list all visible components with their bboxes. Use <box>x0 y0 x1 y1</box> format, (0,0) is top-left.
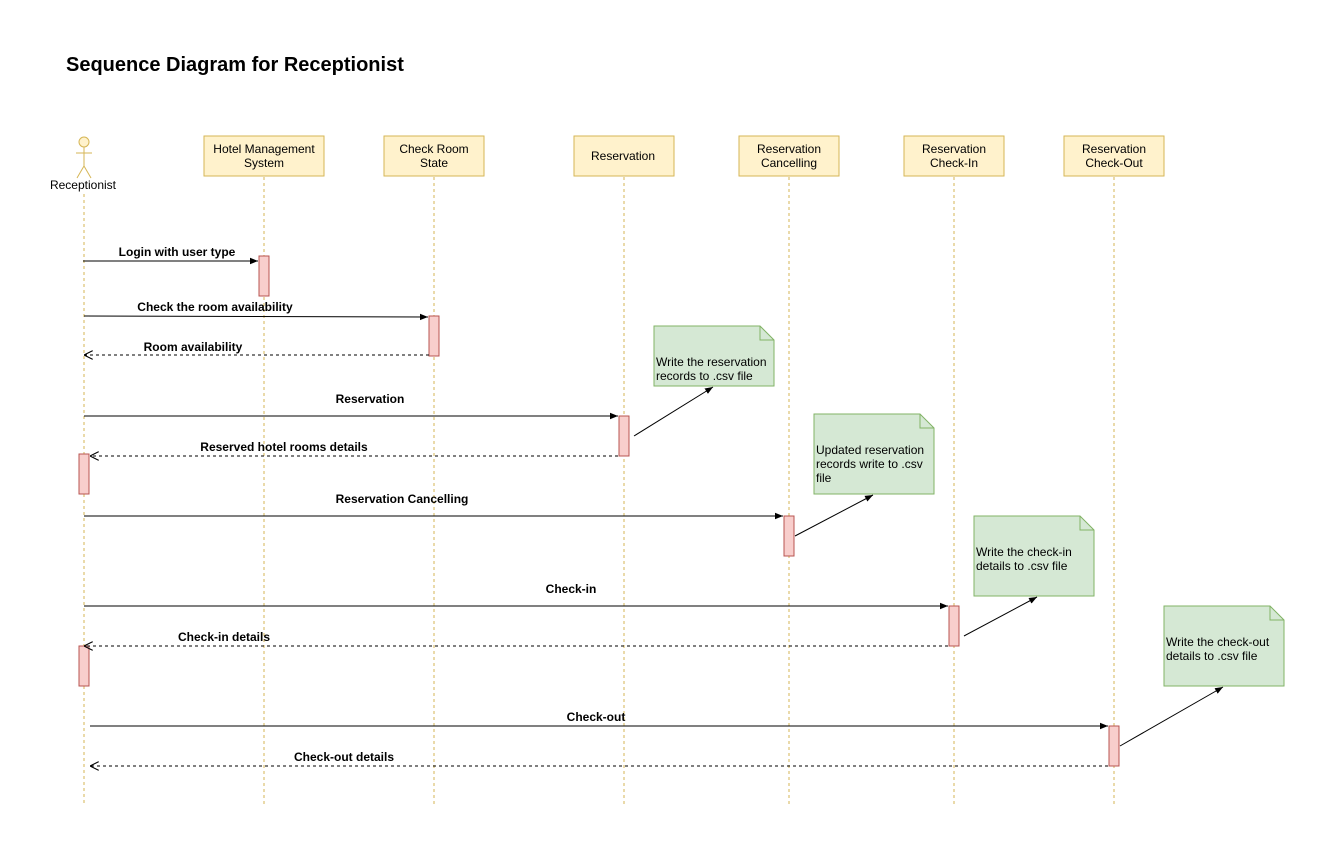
message-label: Check-in details <box>178 630 270 644</box>
activation-res <box>618 415 630 457</box>
note-connector <box>633 386 714 437</box>
participant-label-hms-line1: Hotel Management <box>213 142 315 156</box>
note-fold <box>919 414 934 429</box>
message-check-out[interactable]: Check-out <box>90 710 1108 730</box>
message-reservation-cancelling[interactable]: Reservation Cancelling <box>84 492 783 520</box>
participant-label-checkin-line1: Reservation <box>922 142 986 156</box>
note-text-line1: Write the check-in <box>976 545 1072 559</box>
message-check-out-details[interactable]: Check-out details <box>90 750 1108 766</box>
message-label: Check-out <box>567 710 626 724</box>
message-room-availability[interactable]: Room availability <box>84 340 429 355</box>
participant-box-res <box>573 135 675 177</box>
note-text-line3: file <box>816 471 832 485</box>
note-connector <box>1119 686 1224 747</box>
message-label: Reservation Cancelling <box>336 492 469 506</box>
message-label: Check the room availability <box>137 300 293 314</box>
note-text-line2: details to .csv file <box>1166 649 1258 663</box>
note-shape <box>813 413 935 495</box>
note-text-line2: records to .csv file <box>656 369 753 383</box>
activation-cancel <box>783 515 795 557</box>
note-check-in-details[interactable]: Write the check-in details to .csv file <box>963 515 1095 637</box>
note-shape <box>1163 605 1285 687</box>
message-login[interactable]: Login with user type <box>83 245 258 265</box>
actor-receptionist[interactable]: Receptionist <box>50 136 117 805</box>
participant-label-hms-line2: System <box>244 156 284 170</box>
participant-box-checkout <box>1063 135 1165 177</box>
participant-reservation-check-out[interactable]: Reservation Check-Out <box>1063 135 1165 805</box>
participant-label-checkout-line2: Check-Out <box>1085 156 1143 170</box>
note-shape <box>973 515 1095 597</box>
participant-box-checkin <box>903 135 1005 177</box>
participant-hotel-management-system[interactable]: Hotel Management System <box>203 135 325 805</box>
activation-hms <box>258 255 270 297</box>
participant-box-hms <box>203 135 325 177</box>
actor-label: Receptionist <box>50 178 117 192</box>
note-text-line1: Write the reservation <box>656 355 767 369</box>
participant-box-cancel <box>738 135 840 177</box>
note-fold <box>759 326 774 341</box>
activation-room <box>428 315 440 357</box>
note-text-line2: records write to .csv <box>816 457 923 471</box>
participant-label-cancel-line2: Cancelling <box>761 156 817 170</box>
message-label: Check-out details <box>294 750 394 764</box>
participant-label-cancel-line1: Reservation <box>757 142 821 156</box>
note-text-line1: Updated reservation <box>816 443 924 457</box>
note-connector <box>794 494 874 537</box>
message-label: Check-in <box>546 582 597 596</box>
message-reserved-hotel-rooms-details[interactable]: Reserved hotel rooms details <box>90 440 618 456</box>
activation-checkin <box>948 605 960 647</box>
participant-label-checkin-line2: Check-In <box>930 156 978 170</box>
message-label: Reserved hotel rooms details <box>200 440 368 454</box>
activation-actor-1 <box>78 453 90 495</box>
message-check-in-details[interactable]: Check-in details <box>84 630 948 646</box>
participant-label-room-line1: Check Room <box>399 142 468 156</box>
note-connector <box>963 596 1038 637</box>
message-check-in[interactable]: Check-in <box>84 582 948 610</box>
activation-actor-2 <box>78 645 90 687</box>
participant-label-res: Reservation <box>591 149 655 163</box>
participant-reservation-cancelling[interactable]: Reservation Cancelling <box>738 135 840 805</box>
note-reservation-records[interactable]: Write the reservation records to .csv fi… <box>633 325 775 437</box>
message-label: Login with user type <box>119 245 236 259</box>
note-fold <box>1269 606 1284 621</box>
note-updated-reservation-records[interactable]: Updated reservation records write to .cs… <box>794 413 935 537</box>
participant-reservation[interactable]: Reservation <box>573 135 675 805</box>
participant-check-room-state[interactable]: Check Room State <box>383 135 485 805</box>
actor-icon <box>76 136 92 179</box>
note-shape <box>653 325 775 387</box>
note-fold <box>1079 516 1094 531</box>
message-label: Room availability <box>144 340 243 354</box>
note-text-line1: Write the check-out <box>1166 635 1270 649</box>
diagram-title: Sequence Diagram for Receptionist <box>66 54 404 76</box>
message-arrow <box>83 313 429 321</box>
note-check-out-details[interactable]: Write the check-out details to .csv file <box>1119 605 1285 747</box>
participant-reservation-check-in[interactable]: Reservation Check-In <box>903 135 1005 805</box>
participant-label-checkout-line1: Reservation <box>1082 142 1146 156</box>
message-label: Reservation <box>336 392 405 406</box>
message-check-room-availability[interactable]: Check the room availability <box>83 300 429 321</box>
note-text-line2: details to .csv file <box>976 559 1068 573</box>
activations <box>78 255 1120 767</box>
message-reservation[interactable]: Reservation <box>84 392 618 420</box>
activation-checkout <box>1108 725 1120 767</box>
participant-box-room <box>383 135 485 177</box>
participant-label-room-line2: State <box>420 156 448 170</box>
